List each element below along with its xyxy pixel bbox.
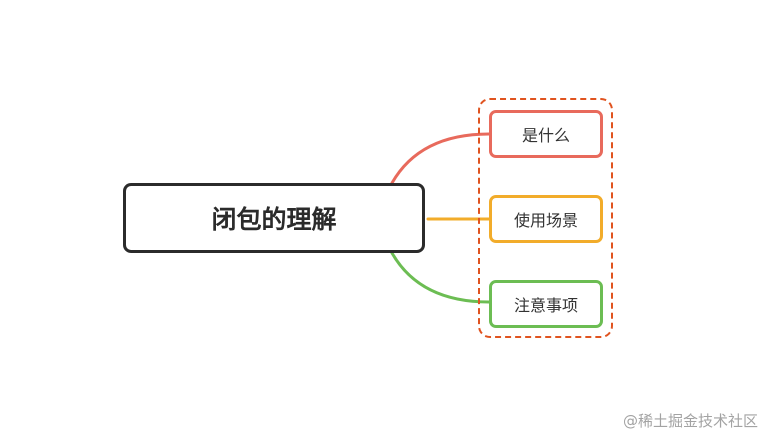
child-node-what-is-it[interactable]: 是什么: [489, 110, 603, 158]
root-node[interactable]: 闭包的理解: [123, 183, 425, 253]
child-node-use-cases[interactable]: 使用场景: [489, 195, 603, 243]
watermark: @稀土掘金技术社区: [622, 412, 758, 430]
connector-to-what-is-it: [390, 132, 491, 185]
child-node-notes[interactable]: 注意事项: [489, 280, 603, 328]
child-node-label: 注意事项: [513, 296, 578, 315]
root-node-label: 闭包的理解: [211, 205, 337, 234]
child-node-label: 使用场景: [513, 211, 578, 230]
children-group-frame: [478, 98, 613, 338]
connector-to-notes: [390, 251, 491, 304]
child-node-label: 是什么: [521, 126, 570, 145]
